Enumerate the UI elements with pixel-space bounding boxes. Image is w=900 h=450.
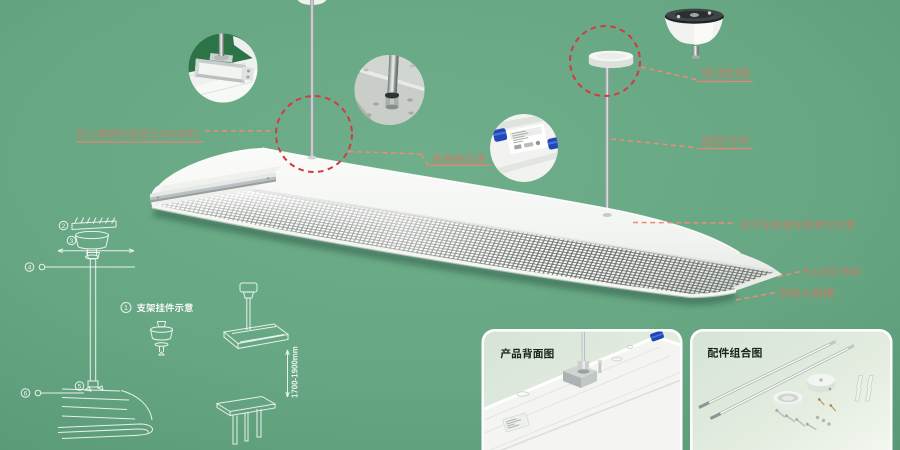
svg-text:4: 4 (28, 264, 32, 271)
svg-text:6: 6 (24, 390, 28, 397)
svg-text:5: 5 (78, 383, 82, 390)
svg-text:2: 2 (62, 223, 66, 230)
svg-text:3: 3 (70, 238, 74, 245)
svg-text:1700-1900mm: 1700-1900mm (291, 346, 300, 398)
svg-text:1: 1 (124, 303, 128, 312)
